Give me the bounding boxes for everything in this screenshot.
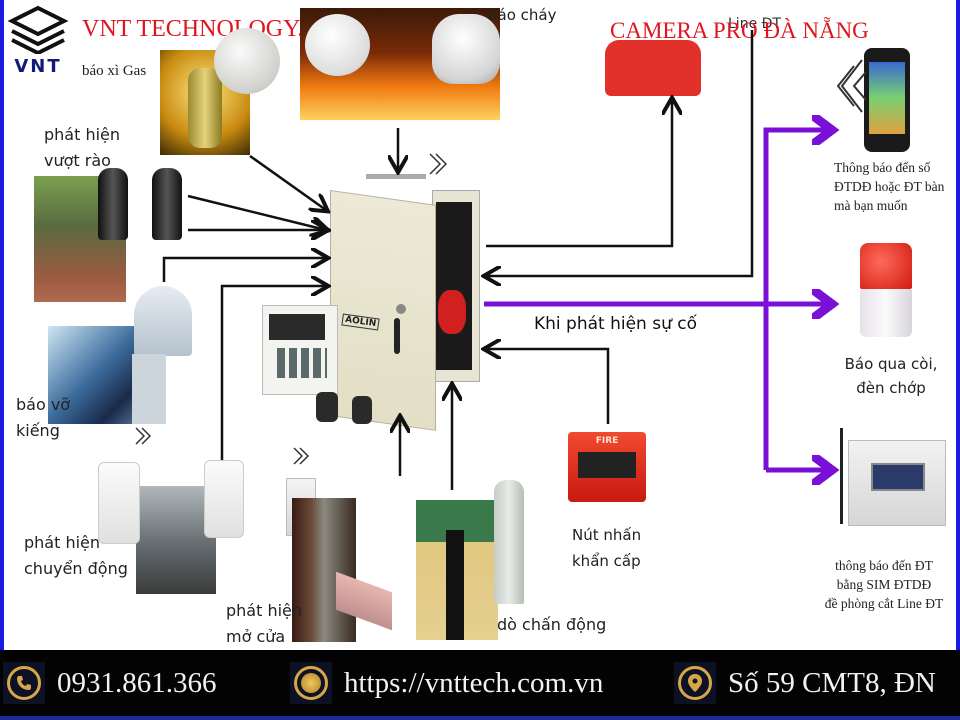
output-gsm-line2: bằng SIM ĐTDĐ [836, 577, 932, 592]
pir-sensor-left-image [98, 462, 140, 544]
arrow-emergency-to-panel [486, 349, 610, 424]
arrow-gas-to-panel [249, 154, 326, 210]
alarm-control-panel: AOLIN [330, 190, 480, 431]
fence-beam-label: phát hiện vượt rào [44, 122, 120, 174]
fire-call-point-image: FIRE [568, 432, 646, 502]
footer-website[interactable]: https://vnttech.com.vn [290, 662, 603, 704]
footer-website-text: https://vnttech.com.vn [344, 666, 604, 699]
contact-footer: 0931.861.366 https://vnttech.com.vn Số 5… [0, 650, 960, 720]
antenna-image [366, 174, 426, 179]
glass-break-sensor-image [134, 286, 192, 356]
window-handle-image [132, 354, 166, 424]
beam-sensor-left-image [98, 168, 128, 240]
fire-call-point-label: FIRE [595, 436, 619, 446]
output-siren-label: Báo qua còi, đèn chớp [836, 352, 946, 400]
motion-line1: phát hiện [24, 533, 101, 552]
mobile-phone-image [864, 48, 910, 152]
output-notify-phone-line2: ĐTDĐ hoặc ĐT bàn [834, 179, 945, 194]
globe-icon [290, 662, 332, 704]
remote-right-image [352, 396, 372, 424]
fire-alarm-label: báo cháy [488, 6, 557, 24]
glass-break-line1: báo vỡ [16, 395, 71, 414]
gas-leak-label: báo xì Gas [82, 63, 147, 79]
vibration-sensor-image [494, 480, 524, 604]
remote-left-image [316, 392, 338, 422]
siren-strobe-image [860, 243, 912, 338]
motion-scene-image [136, 486, 216, 594]
output-siren-line1: Báo qua còi, [844, 355, 938, 373]
location-pin-icon [674, 662, 716, 704]
glass-break-line2: kiếng [16, 421, 60, 440]
motion-label: phát hiện chuyển động [24, 530, 128, 582]
pir-sensor-right-image [204, 460, 244, 538]
phone-line-label: Line ĐT [728, 16, 782, 32]
emergency-line1: Nút nhấn [572, 526, 642, 544]
vnt-logo: VNT [6, 4, 70, 77]
footer-address[interactable]: Số 59 CMT8, ĐN [674, 662, 936, 704]
gsm-antenna-icon [840, 428, 843, 524]
wireless-glass-icon [135, 427, 146, 445]
output-notify-phone-line3: mà bạn muốn [834, 198, 908, 213]
wireless-panel-icon [429, 153, 442, 175]
keypad-image [262, 305, 338, 395]
wireless-door-icon [293, 447, 304, 465]
fence-beam-line2: vượt rào [44, 151, 111, 170]
gsm-module-image [848, 440, 946, 526]
arrow-fence-to-panel [187, 194, 326, 230]
desk-phone-image [605, 40, 701, 96]
footer-phone-text: 0931.861.366 [57, 666, 217, 699]
door-frame-image [292, 498, 356, 642]
emergency-button-label: Nút nhấn khẩn cấp [572, 522, 641, 574]
door-open-line2: mở cửa [226, 627, 286, 646]
layers-logo-icon [7, 5, 69, 56]
output-notify-phone-line1: Thông báo đến số [834, 160, 931, 175]
gas-detector-image [214, 28, 280, 94]
output-gsm-line1: thông báo đến ĐT [835, 558, 933, 573]
beam-sensor-right-image [152, 168, 182, 240]
door-open-label: phát hiện mở cửa [226, 598, 302, 650]
panel-lock-icon [396, 304, 406, 314]
connection-lines [135, 30, 960, 490]
arrow-motion-to-panel [220, 286, 326, 460]
event-detected-label: Khi phát hiện sự cố [534, 314, 698, 334]
footer-phone[interactable]: 0931.861.366 [3, 662, 217, 704]
footer-address-text: Số 59 CMT8, ĐN [728, 666, 936, 699]
vibration-label: dò chấn động [497, 615, 607, 634]
cracked-wall-image [416, 500, 498, 640]
logo-text: VNT [14, 56, 62, 77]
panel-key-icon [394, 318, 400, 354]
output-notify-phone-label: Thông báo đến số ĐTDĐ hoặc ĐT bàn mà bạn… [834, 158, 944, 215]
phone-icon [3, 662, 45, 704]
smoke-detector-image [305, 14, 370, 76]
fence-beam-line1: phát hiện [44, 125, 121, 144]
purple-branch-phone [763, 130, 832, 470]
watermark-title: CAMERA PRO ĐÀ NẴNG [610, 18, 869, 43]
arrow-panel-to-deskphone [486, 100, 672, 248]
glass-break-label: báo vỡ kiếng [16, 392, 70, 444]
emergency-line2: khẩn cấp [572, 552, 641, 570]
motion-line2: chuyển động [24, 559, 128, 578]
heat-detector-image [432, 14, 500, 84]
arrow-glass-to-panel [162, 258, 326, 282]
output-gsm-line3: đề phòng cắt Line ĐT [824, 596, 944, 611]
arrow-line-to-panel [486, 30, 754, 276]
output-siren-line2: đèn chớp [856, 379, 926, 397]
wireless-signal-icon [836, 59, 866, 113]
output-gsm-label: thông báo đến ĐT bằng SIM ĐTDĐ đề phòng … [812, 556, 956, 613]
door-open-line1: phát hiện [226, 601, 303, 620]
